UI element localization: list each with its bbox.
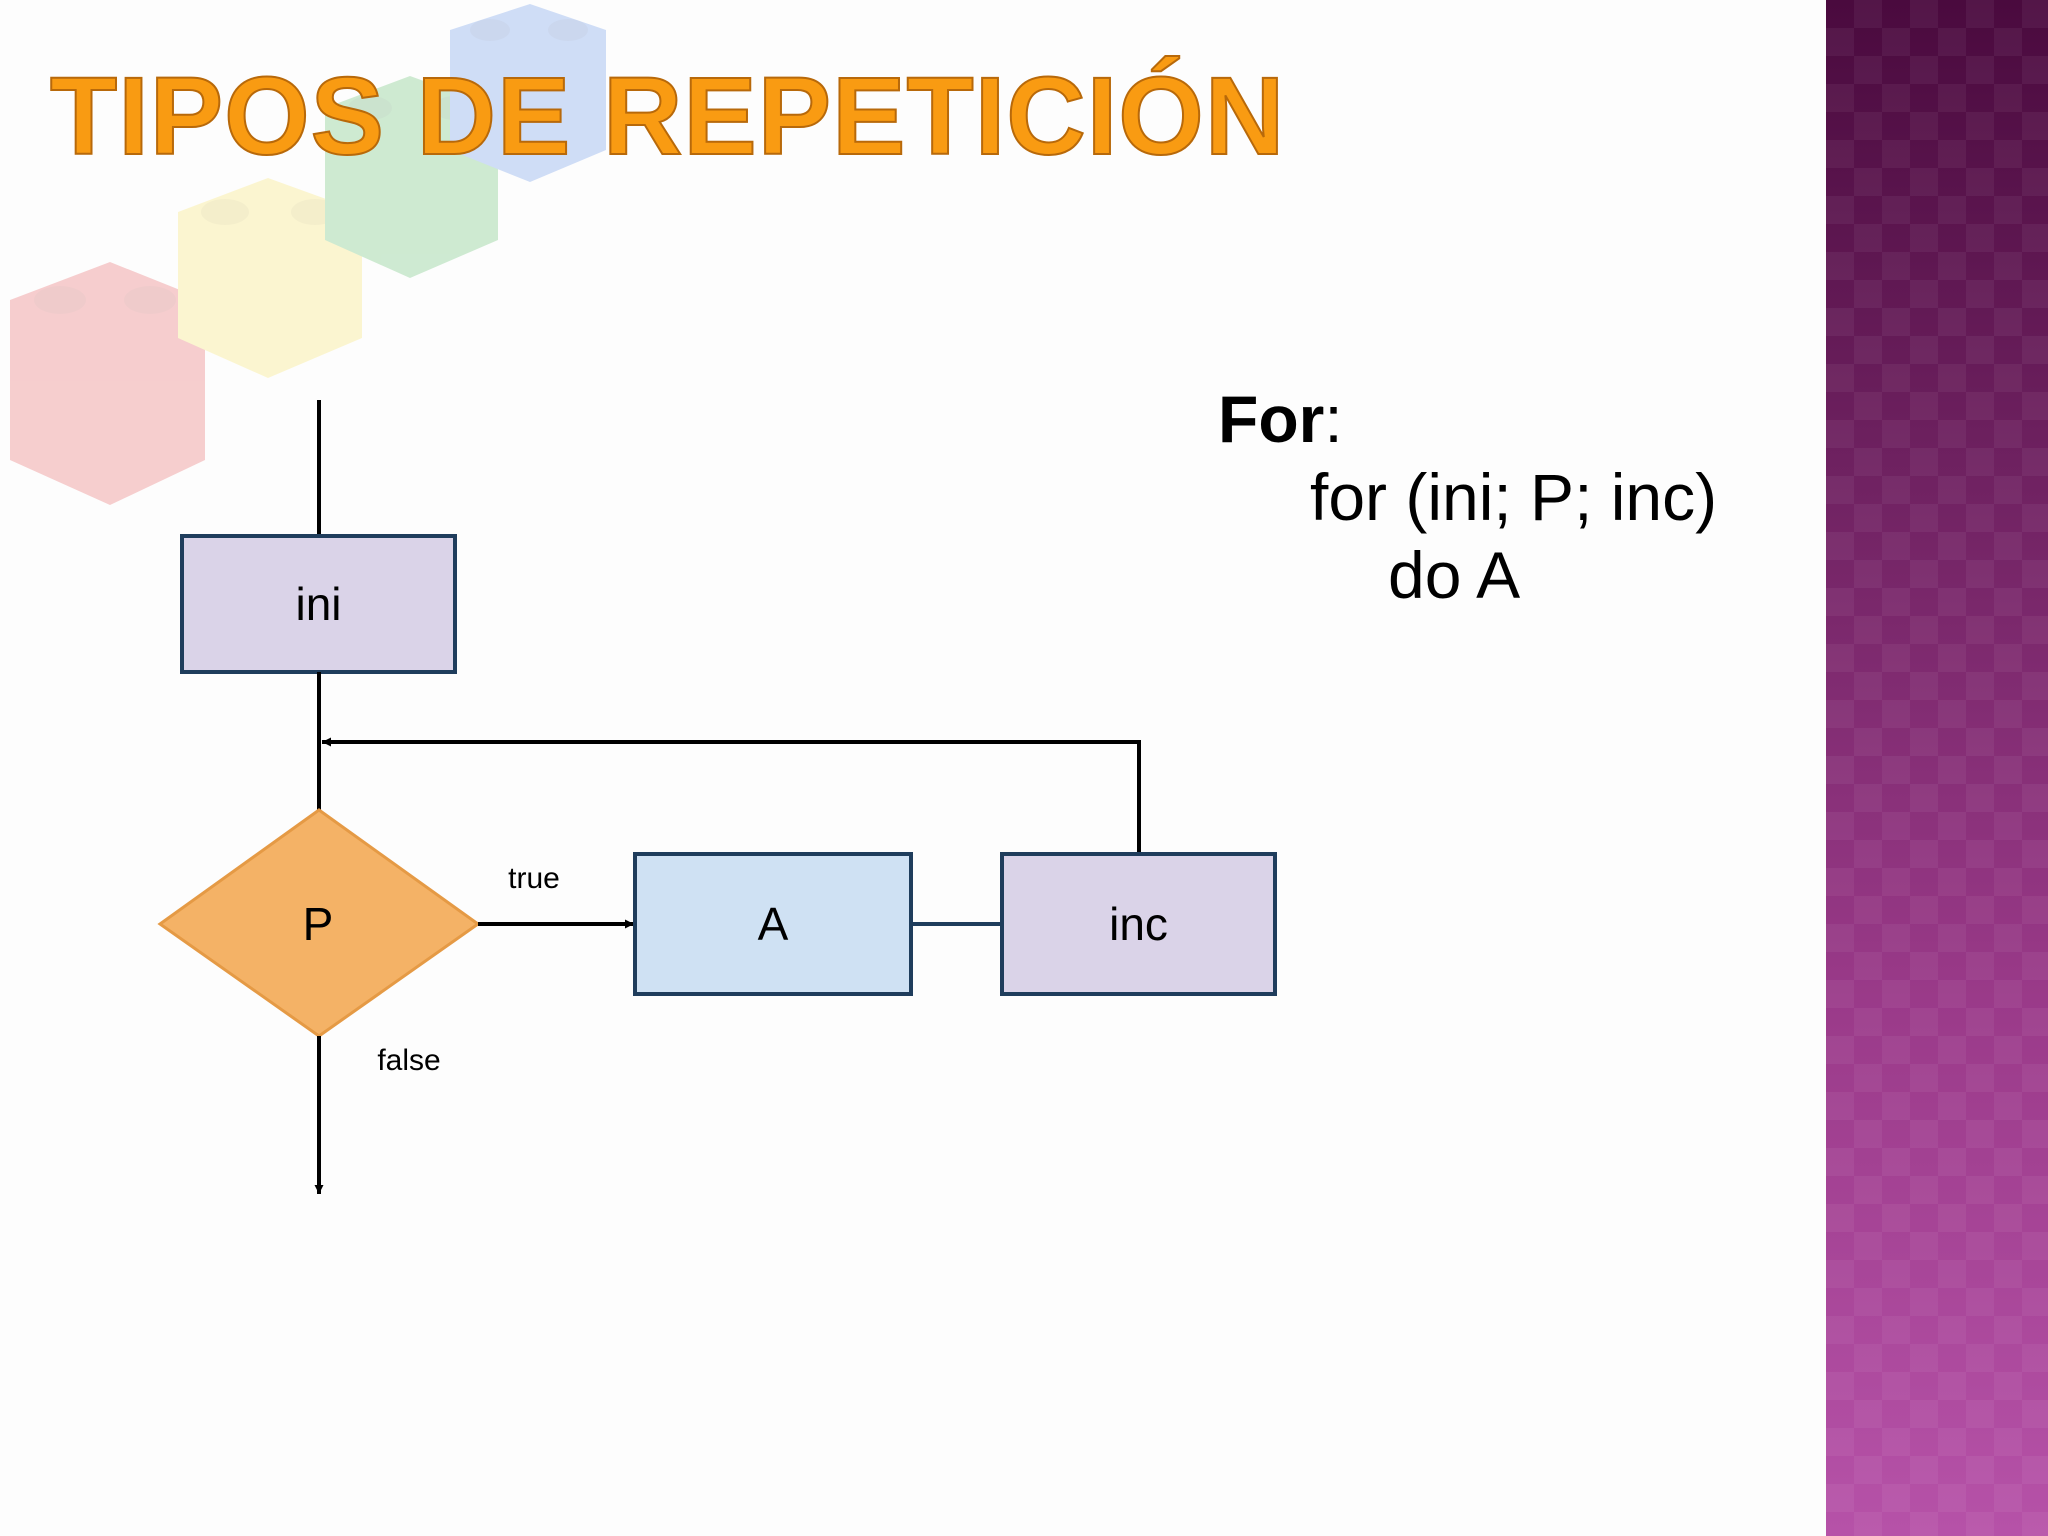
side-decoration-band — [1826, 0, 2048, 1536]
for-syntax-block: For: for (ini; P; inc) do A — [1218, 380, 1717, 614]
inc-node-label: inc — [1109, 898, 1168, 950]
red-block-shape — [10, 262, 205, 505]
blue-block-shape — [450, 4, 606, 182]
toy-blocks-decoration — [10, 4, 606, 505]
for-syntax-header-line: for (ini; P; inc) — [1310, 460, 1718, 534]
for-keyword: For — [1218, 382, 1325, 456]
ini-node-label: ini — [295, 578, 341, 630]
for-loop-flowchart: ini P true false A inc — [157, 400, 1277, 1194]
for-syntax-body-line: do A — [1388, 538, 1521, 612]
true-edge-label: true — [508, 862, 560, 895]
slide-title: TIPOS DE REPETICIÓN — [49, 55, 1286, 178]
for-syntax-heading: For: — [1218, 380, 1717, 458]
action-node-a: A — [633, 852, 913, 996]
green-block-shape — [325, 76, 498, 278]
inc-node: inc — [1000, 852, 1277, 996]
for-colon: : — [1324, 382, 1343, 456]
decision-node-p: P — [157, 808, 481, 1038]
decision-node-label: P — [303, 898, 334, 950]
false-edge-label: false — [377, 1044, 440, 1077]
yellow-block-shape — [178, 178, 362, 378]
side-band-pattern — [1826, 0, 2048, 1536]
ini-node: ini — [180, 534, 457, 674]
action-node-label: A — [758, 898, 789, 950]
loop-back-arrow — [322, 737, 1141, 853]
